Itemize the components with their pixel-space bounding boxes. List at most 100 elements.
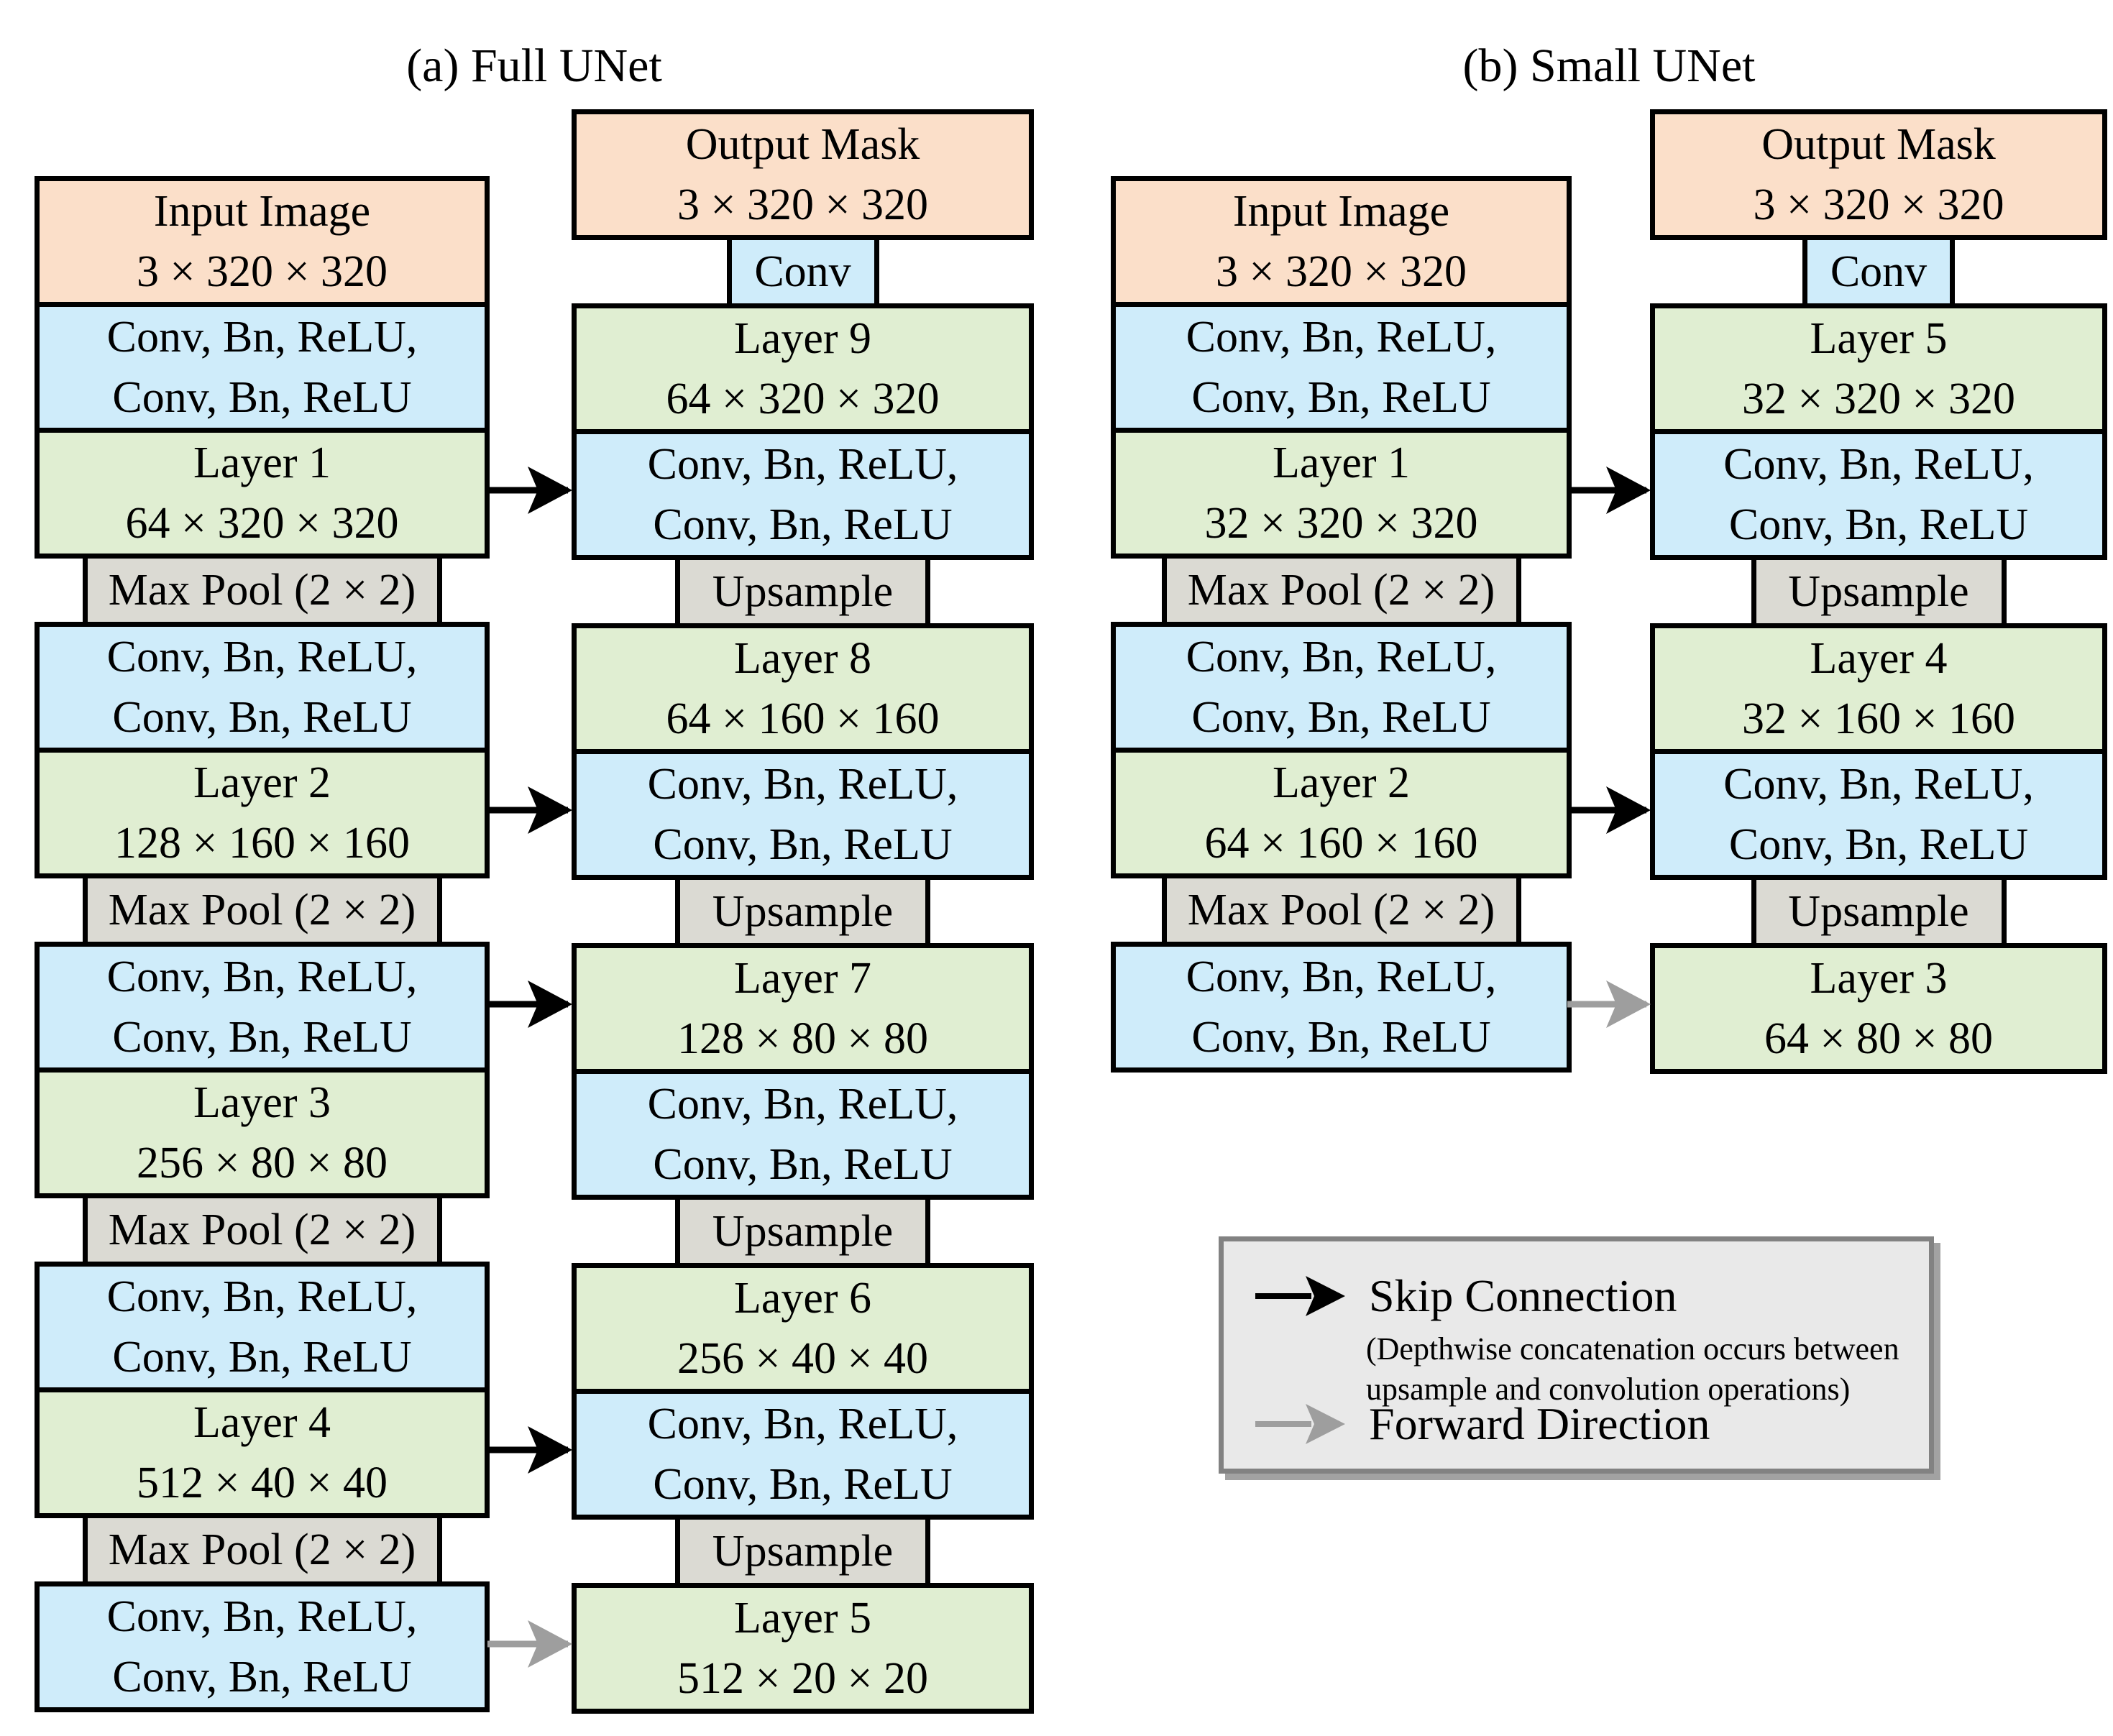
box-label-line: Conv, Bn, ReLU, <box>106 313 418 362</box>
box-label-line: 256 × 80 × 80 <box>137 1139 388 1188</box>
diagram-box-conv: Conv, Bn, ReLU, Conv, Bn, ReLU <box>572 1069 1034 1200</box>
diagram-box-pool: Max Pool (2 × 2) <box>1161 554 1521 627</box>
box-label-line: Layer 5 <box>733 1594 872 1643</box>
box-label-line: 32 × 160 × 160 <box>1742 694 2015 743</box>
box-label-line: Conv, Bn, ReLU, <box>106 952 418 1001</box>
legend-skip-row: Skip Connection <box>1254 1270 1677 1322</box>
box-label-line: 512 × 40 × 40 <box>137 1459 388 1507</box>
box-label-line: Conv, Bn, ReLU <box>1728 820 2029 869</box>
box-label-line: Conv <box>1830 247 1928 296</box>
box-label-line: Upsample <box>1788 567 1969 616</box>
box-label-line: Max Pool (2 × 2) <box>1187 886 1495 934</box>
diagram-box-upsample: Upsample <box>675 1515 930 1588</box>
box-label-line: Max Pool (2 × 2) <box>108 1205 416 1254</box>
box-label-line: Conv, Bn, ReLU <box>653 1140 953 1189</box>
box-label-line: Conv, Bn, ReLU, <box>647 760 958 809</box>
box-label-line: Layer 2 <box>1272 758 1411 807</box>
legend-forward-label: Forward Direction <box>1369 1398 1710 1449</box>
diagram-box-upsample: Upsample <box>1751 555 2007 628</box>
diagram-box-conv: Conv, Bn, ReLU,Conv, Bn, ReLU <box>572 749 1034 880</box>
box-label-line: Layer 8 <box>733 634 872 683</box>
box-label-line: Conv, Bn, ReLU, <box>106 1592 418 1641</box>
legend-skip-note-line: upsample and convolution operations) <box>1366 1372 1851 1407</box>
legend-skip-note: (Depthwise concatenation occurs between … <box>1366 1329 1899 1410</box>
box-label-line: 32 × 320 × 320 <box>1204 499 1478 548</box>
diagram-box-upsample: Upsample <box>675 875 930 948</box>
diagram-box-upsample: Upsample <box>675 555 930 628</box>
box-label-line: Conv, Bn, ReLU <box>1191 1013 1491 1062</box>
diagram-box-pool: Max Pool (2 × 2) <box>82 873 442 947</box>
diagram-box-conv-small: Conv <box>726 235 879 308</box>
box-label-line: Max Pool (2 × 2) <box>108 886 416 934</box>
legend: Skip Connection (Depthwise concatenation… <box>1219 1236 1934 1474</box>
box-label-line: Layer 7 <box>733 954 872 1003</box>
box-label-line: 3 × 320 × 320 <box>137 247 388 296</box>
box-label-line: 128 × 80 × 80 <box>677 1014 928 1063</box>
box-label-line: Layer 4 <box>1810 634 1948 683</box>
box-label-line: Conv, Bn, ReLU, <box>647 1080 958 1129</box>
box-label-line: Layer 3 <box>193 1078 331 1127</box>
box-label-line: Output Mask <box>685 120 920 169</box>
diagram-box-pool: Max Pool (2 × 2) <box>1161 873 1521 947</box>
box-label-line: Layer 1 <box>193 438 331 487</box>
legend-skip-label: Skip Connection <box>1369 1270 1677 1321</box>
diagram-box-upsample: Upsample <box>1751 875 2007 948</box>
box-label-line: 512 × 20 × 20 <box>677 1654 928 1703</box>
diagram-box-layer: Layer 4 32 × 160 × 160 <box>1650 623 2107 754</box>
box-label-line: Conv, Bn, ReLU <box>1191 373 1491 422</box>
diagram-box-conv-small: Conv <box>1802 235 1955 308</box>
diagram-box-pool: Max Pool (2 × 2) <box>82 1513 442 1586</box>
box-label-line: Conv, Bn, ReLU, <box>1723 760 2034 809</box>
box-label-line: Conv, Bn, ReLU <box>1728 500 2029 549</box>
box-label-line: Conv, Bn, ReLU, <box>647 440 958 489</box>
diagram-box-conv: Conv, Bn, ReLU, Conv, Bn, ReLU <box>572 429 1034 560</box>
box-label-line: Max Pool (2 × 2) <box>1187 566 1495 615</box>
box-label-line: 32 × 320 × 320 <box>1742 375 2015 423</box>
box-label-line: 64 × 160 × 160 <box>1204 819 1478 868</box>
box-label-line: Conv, Bn, ReLU <box>112 1013 412 1062</box>
legend-skip-note-line: (Depthwise concatenation occurs between <box>1366 1331 1899 1367</box>
box-label-line: 64 × 320 × 320 <box>666 375 940 423</box>
box-label-line: Conv, Bn, ReLU, <box>106 633 418 681</box>
box-label-line: Conv, Bn, ReLU <box>653 1460 953 1509</box>
box-label-line: Conv, Bn, ReLU <box>1191 693 1491 742</box>
box-label-line: Conv, Bn, ReLU <box>112 693 412 742</box>
diagram-box-layer: Layer 2 128 × 160 × 160 <box>35 748 490 878</box>
box-label-line: 64 × 80 × 80 <box>1764 1014 1993 1063</box>
diagram-box-conv: Conv, Bn, ReLU, Conv, Bn, ReLU <box>35 942 490 1073</box>
diagram-box-pool: Max Pool (2 × 2) <box>82 1193 442 1267</box>
diagram-box-conv: Conv, Bn, ReLU, Conv, Bn, ReLU <box>35 622 490 753</box>
diagram-box-layer: Layer 8 64 × 160 × 160 <box>572 623 1034 754</box>
box-label-line: Conv, Bn, ReLU, <box>106 1272 418 1321</box>
diagram-box-io: Input Image 3 × 320 × 320 <box>35 176 490 307</box>
diagram-box-upsample: Upsample <box>675 1195 930 1268</box>
diagram-box-conv: Conv, Bn, ReLU,Conv, Bn, ReLU <box>35 1581 490 1712</box>
box-label-line: 3 × 320 × 320 <box>1216 247 1467 296</box>
skip-connection-arrow-icon <box>1255 1276 1345 1316</box>
box-label-line: 128 × 160 × 160 <box>114 819 410 868</box>
box-label-line: Conv, Bn, ReLU <box>112 1333 412 1382</box>
diagram-box-io: Input Image 3 × 320 × 320 <box>1111 176 1572 307</box>
box-label-line: Upsample <box>712 1527 894 1576</box>
box-label-line: Output Mask <box>1761 120 1996 169</box>
box-label-line: Upsample <box>1788 887 1969 936</box>
box-label-line: Conv <box>754 247 851 296</box>
box-label-line: Layer 2 <box>193 758 331 807</box>
box-label-line: 64 × 160 × 160 <box>666 694 940 743</box>
box-label-line: Conv, Bn, ReLU <box>653 500 953 549</box>
box-label-line: Input Image <box>1232 187 1450 236</box>
box-label-line: Conv, Bn, ReLU, <box>1723 440 2034 489</box>
box-label-line: Upsample <box>712 1207 894 1256</box>
box-label-line: Upsample <box>712 567 894 616</box>
diagram-box-conv: Conv, Bn, ReLU,Conv, Bn, ReLU <box>1111 622 1572 753</box>
box-label-line: Conv, Bn, ReLU, <box>1186 952 1497 1001</box>
box-label-line: Input Image <box>153 187 371 236</box>
diagram-box-layer: Layer 7 128 × 80 × 80 <box>572 943 1034 1074</box>
